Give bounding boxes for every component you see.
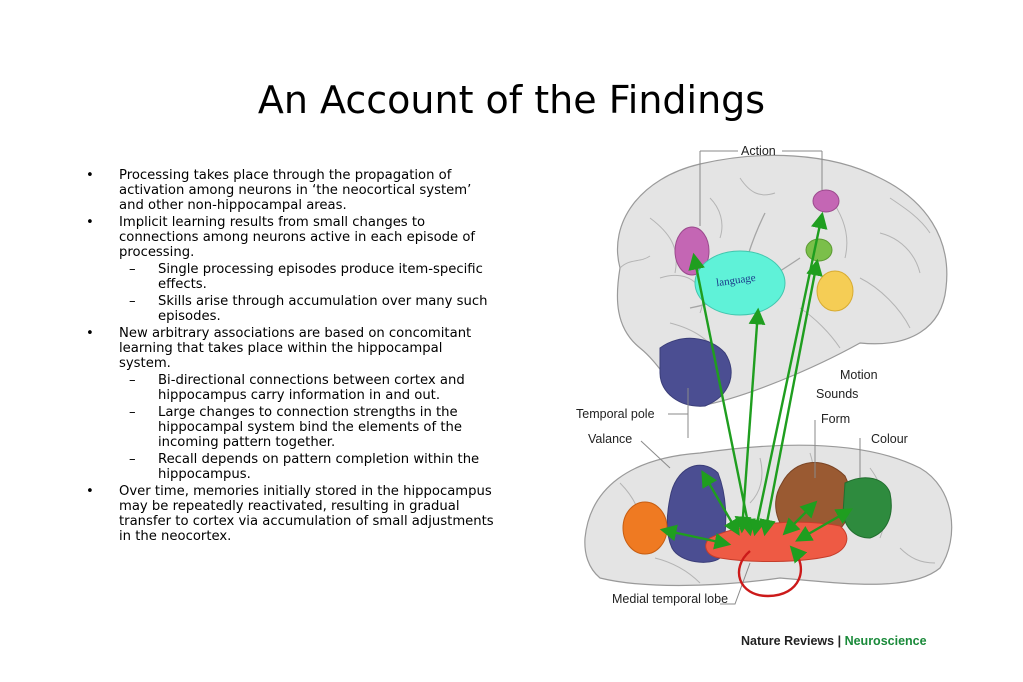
bullet-list: Processing takes place through the propa… (84, 168, 494, 546)
slide-title: An Account of the Findings (257, 78, 766, 122)
bullet-item: Implicit learning results from small cha… (84, 215, 494, 260)
publisher-credit: Nature Reviews | Neuroscience (741, 634, 927, 648)
label-action: Action (741, 144, 776, 158)
label-sounds: Sounds (816, 387, 858, 401)
label-motion: Motion (840, 368, 878, 382)
journal-name: Neuroscience (844, 634, 927, 648)
label-colour: Colour (871, 432, 908, 446)
bullet-item: Over time, memories initially stored in … (84, 484, 494, 544)
label-language: language (715, 272, 756, 289)
sub-bullet-item: Recall depends on pattern completion wit… (84, 452, 494, 482)
projection-arrows (659, 211, 853, 550)
label-valance: Valance (588, 432, 632, 446)
label-temporal-pole: Temporal pole (576, 407, 655, 421)
sub-bullet-item: Skills arise through accumulation over m… (84, 294, 494, 324)
hippocampal-loop (737, 545, 808, 598)
credit-separator: | (837, 634, 842, 648)
lateral-brain (616, 154, 948, 407)
leader-lines (640, 150, 861, 605)
bullet-item: New arbitrary associations are based on … (84, 326, 494, 371)
sub-bullet-item: Bi-directional connections between corte… (84, 373, 494, 403)
label-form: Form (821, 412, 850, 426)
brain-diagram: Action Motion Sounds Temporal pole Form … (576, 144, 953, 606)
bullet-item: Processing takes place through the propa… (84, 168, 494, 213)
sub-bullet-item: Large changes to connection strengths in… (84, 405, 494, 450)
publisher-name: Nature Reviews (741, 634, 835, 648)
label-medial-temporal-lobe: Medial temporal lobe (612, 592, 728, 606)
sub-bullet-item: Single processing episodes produce item-… (84, 262, 494, 292)
